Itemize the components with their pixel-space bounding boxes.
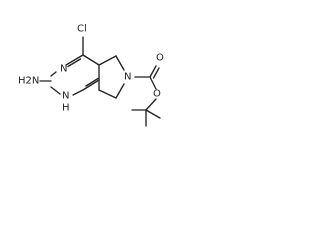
bond-c7a-c4a-double <box>85 77 99 87</box>
bond-layer <box>39 36 161 127</box>
molecule-diagram: Cl N H2N N H N O O <box>0 0 191 159</box>
atom-cl: Cl <box>77 24 87 35</box>
bond-c4-n3 <box>65 54 84 66</box>
bond-c4a-c5 <box>98 55 117 66</box>
bond-c4-c4a-link <box>82 54 100 66</box>
atom-o-carbonyl: O <box>156 53 164 64</box>
atom-ring-h: H <box>62 103 70 114</box>
bond-tbu-me3 <box>145 109 161 119</box>
atom-n-pyrroline: N <box>124 72 131 83</box>
atom-n-pyrimidine: N <box>60 64 67 75</box>
structure-svg: Cl N H2N N H N O O <box>18 24 164 127</box>
atom-o-ester: O <box>153 89 161 100</box>
bond-o-tbu <box>145 98 157 111</box>
bond-n1-c7a <box>72 89 84 96</box>
bond-n3-c2 <box>50 71 57 77</box>
bond-c4-n3-double <box>67 58 82 68</box>
atom-ring-nh: N <box>62 91 69 102</box>
bond-carbonyl-o-double <box>152 67 160 79</box>
bond-c5-n6 <box>115 55 125 71</box>
bond-c2-n1 <box>50 86 61 95</box>
bond-c7-c7a <box>98 89 117 99</box>
bond-carbonyl-o <box>149 65 157 78</box>
bond-carbonyl-ester <box>149 76 157 90</box>
atom-amine: H2N <box>18 76 39 87</box>
bond-n6-c7 <box>115 83 125 99</box>
atom-labels: Cl N H2N N H N O O <box>18 24 164 114</box>
bond-c7a-c4a <box>82 79 100 91</box>
